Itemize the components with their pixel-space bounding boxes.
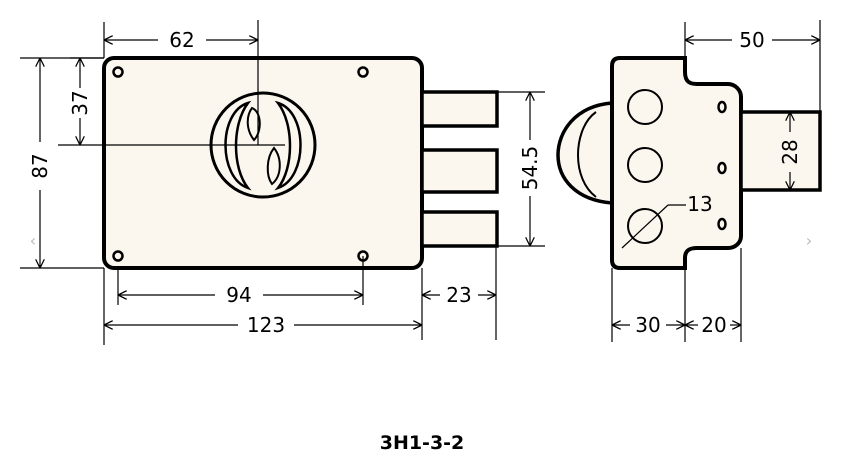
side-dimension-lines — [611, 22, 820, 342]
mounting-hole-top-left — [112, 66, 124, 78]
side-view — [556, 20, 822, 270]
caption: 3H1-3-2 — [380, 432, 465, 454]
side-small-holes — [717, 100, 727, 231]
side-hole-top — [627, 89, 663, 125]
dim-label-87: 87 — [28, 153, 52, 178]
side-body — [610, 56, 743, 270]
prev-arrow-icon[interactable]: ‹ — [30, 231, 36, 250]
side-small-hole-bottom — [717, 217, 727, 231]
front-dimension-lines — [20, 22, 545, 345]
bolt-top — [420, 90, 499, 128]
dim-label-13: 13 — [687, 192, 712, 216]
dim-label-54-5: 54.5 — [518, 146, 542, 191]
dim-label-62: 62 — [169, 28, 194, 52]
side-small-hole-middle — [717, 161, 727, 175]
side-hole-bottom — [627, 208, 663, 244]
dim-label-37: 37 — [68, 90, 92, 115]
dim-label-20: 20 — [701, 313, 726, 337]
dim-label-28: 28 — [778, 139, 802, 164]
front-view — [58, 20, 499, 340]
dim-label-123: 123 — [247, 313, 285, 337]
dim-label-23: 23 — [446, 283, 471, 307]
bolts — [420, 90, 499, 248]
bolt-middle — [420, 148, 499, 194]
mounting-hole-top-right — [357, 66, 369, 78]
dim-label-94: 94 — [226, 283, 251, 307]
side-holes — [627, 89, 663, 244]
mounting-hole-bottom-left — [112, 250, 124, 262]
knob-side-profile — [556, 101, 613, 205]
side-small-hole-top — [717, 100, 727, 114]
side-hole-middle — [627, 147, 663, 183]
bolt-bottom — [420, 210, 499, 248]
next-arrow-icon[interactable]: › — [806, 231, 812, 250]
dim-label-30: 30 — [635, 313, 660, 337]
dimension-labels: 62 37 87 94 123 23 54.5 50 28 13 30 20 — [28, 28, 802, 337]
dim-label-50: 50 — [739, 28, 764, 52]
side-bolt — [739, 110, 822, 192]
